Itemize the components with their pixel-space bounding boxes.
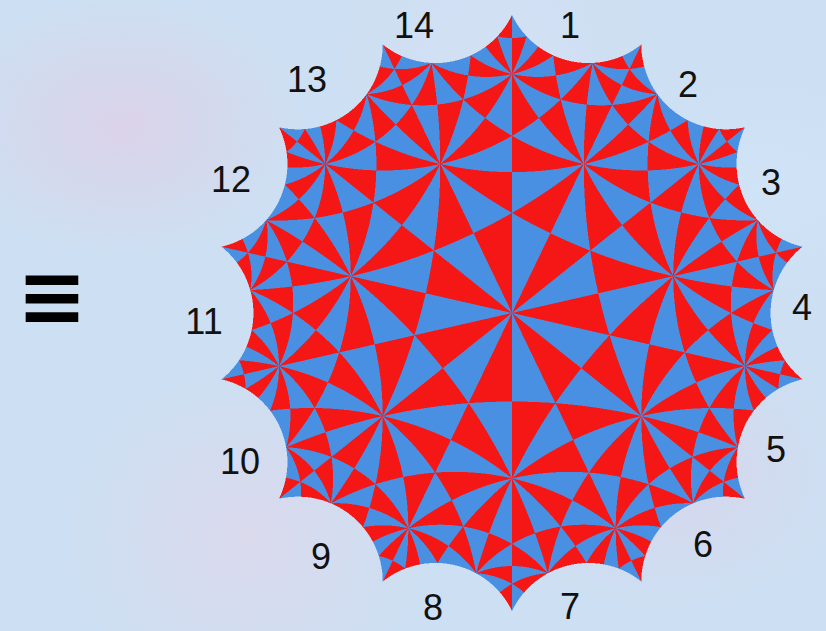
edge-number: 13 bbox=[287, 62, 327, 98]
edge-number: 14 bbox=[394, 8, 434, 44]
edge-number: 6 bbox=[693, 527, 713, 563]
edge-number: 8 bbox=[423, 590, 443, 626]
edge-number: 1 bbox=[560, 8, 580, 44]
equivalence-sign: ≡ bbox=[17, 254, 87, 338]
edge-number: 11 bbox=[185, 304, 222, 340]
hyperbolic-tiling bbox=[212, 13, 812, 613]
edge-number: 12 bbox=[211, 162, 251, 198]
edge-number: 7 bbox=[560, 589, 580, 625]
edge-number: 5 bbox=[766, 432, 786, 468]
edge-number: 10 bbox=[220, 444, 260, 480]
edge-number: 3 bbox=[761, 165, 781, 201]
edge-number: 2 bbox=[678, 67, 698, 103]
edge-number: 4 bbox=[792, 290, 812, 326]
edge-number: 9 bbox=[311, 539, 331, 575]
